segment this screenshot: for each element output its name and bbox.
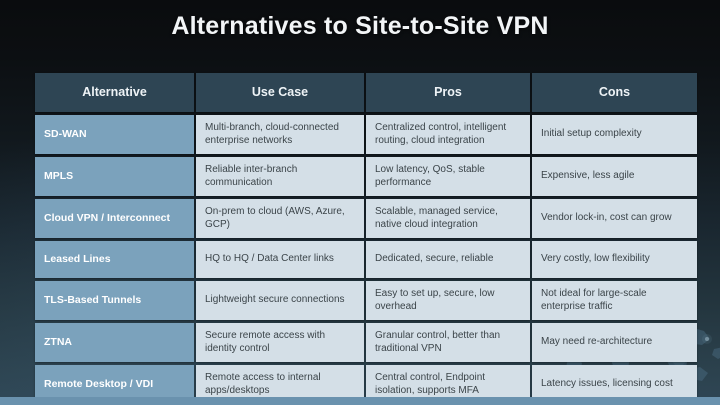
table-row: TLS-Based Tunnels Lightweight secure con… [35, 281, 697, 320]
cell-pros: Easy to set up, secure, low overhead [366, 281, 530, 320]
table-header-row: Alternative Use Case Pros Cons [35, 73, 697, 112]
cell-cons: Vendor lock-in, cost can grow [532, 199, 697, 238]
cell-pros: Granular control, better than traditiona… [366, 323, 530, 362]
cell-use-case: On-prem to cloud (AWS, Azure, GCP) [196, 199, 364, 238]
cell-alternative: Cloud VPN / Interconnect [35, 199, 194, 238]
cell-cons: Very costly, low flexibility [532, 241, 697, 278]
table-row: MPLS Reliable inter-branch communication… [35, 157, 697, 196]
cell-use-case: Multi-branch, cloud-connected enterprise… [196, 115, 364, 154]
cell-alternative: Leased Lines [35, 241, 194, 278]
cell-cons: Not ideal for large-scale enterprise tra… [532, 281, 697, 320]
table-body: SD-WAN Multi-branch, cloud-connected ent… [35, 115, 697, 404]
cell-alternative: SD-WAN [35, 115, 194, 154]
cell-alternative: MPLS [35, 157, 194, 196]
cell-use-case: Secure remote access with identity contr… [196, 323, 364, 362]
cell-cons: May need re-architecture [532, 323, 697, 362]
cell-alternative: TLS-Based Tunnels [35, 281, 194, 320]
table-row: Cloud VPN / Interconnect On-prem to clou… [35, 199, 697, 238]
table-row: ZTNA Secure remote access with identity … [35, 323, 697, 362]
column-header-cons: Cons [532, 73, 697, 112]
cell-alternative: ZTNA [35, 323, 194, 362]
cell-use-case: Reliable inter-branch communication [196, 157, 364, 196]
cell-pros: Low latency, QoS, stable performance [366, 157, 530, 196]
footer-accent-bar [0, 397, 720, 405]
page-title: Alternatives to Site-to-Site VPN [171, 12, 549, 40]
cell-pros: Scalable, managed service, native cloud … [366, 199, 530, 238]
table-row: Leased Lines HQ to HQ / Data Center link… [35, 241, 697, 278]
column-header-pros: Pros [366, 73, 530, 112]
comparison-table-container: Alternative Use Case Pros Cons SD-WAN Mu… [33, 70, 697, 405]
cell-use-case: HQ to HQ / Data Center links [196, 241, 364, 278]
column-header-use-case: Use Case [196, 73, 364, 112]
column-header-alternative: Alternative [35, 73, 194, 112]
cell-cons: Initial setup complexity [532, 115, 697, 154]
table-header: Alternative Use Case Pros Cons [35, 73, 697, 112]
cell-pros: Dedicated, secure, reliable [366, 241, 530, 278]
table-row: SD-WAN Multi-branch, cloud-connected ent… [35, 115, 697, 154]
cell-pros: Centralized control, intelligent routing… [366, 115, 530, 154]
alternatives-table: Alternative Use Case Pros Cons SD-WAN Mu… [33, 70, 699, 405]
cell-cons: Expensive, less agile [532, 157, 697, 196]
cell-use-case: Lightweight secure connections [196, 281, 364, 320]
